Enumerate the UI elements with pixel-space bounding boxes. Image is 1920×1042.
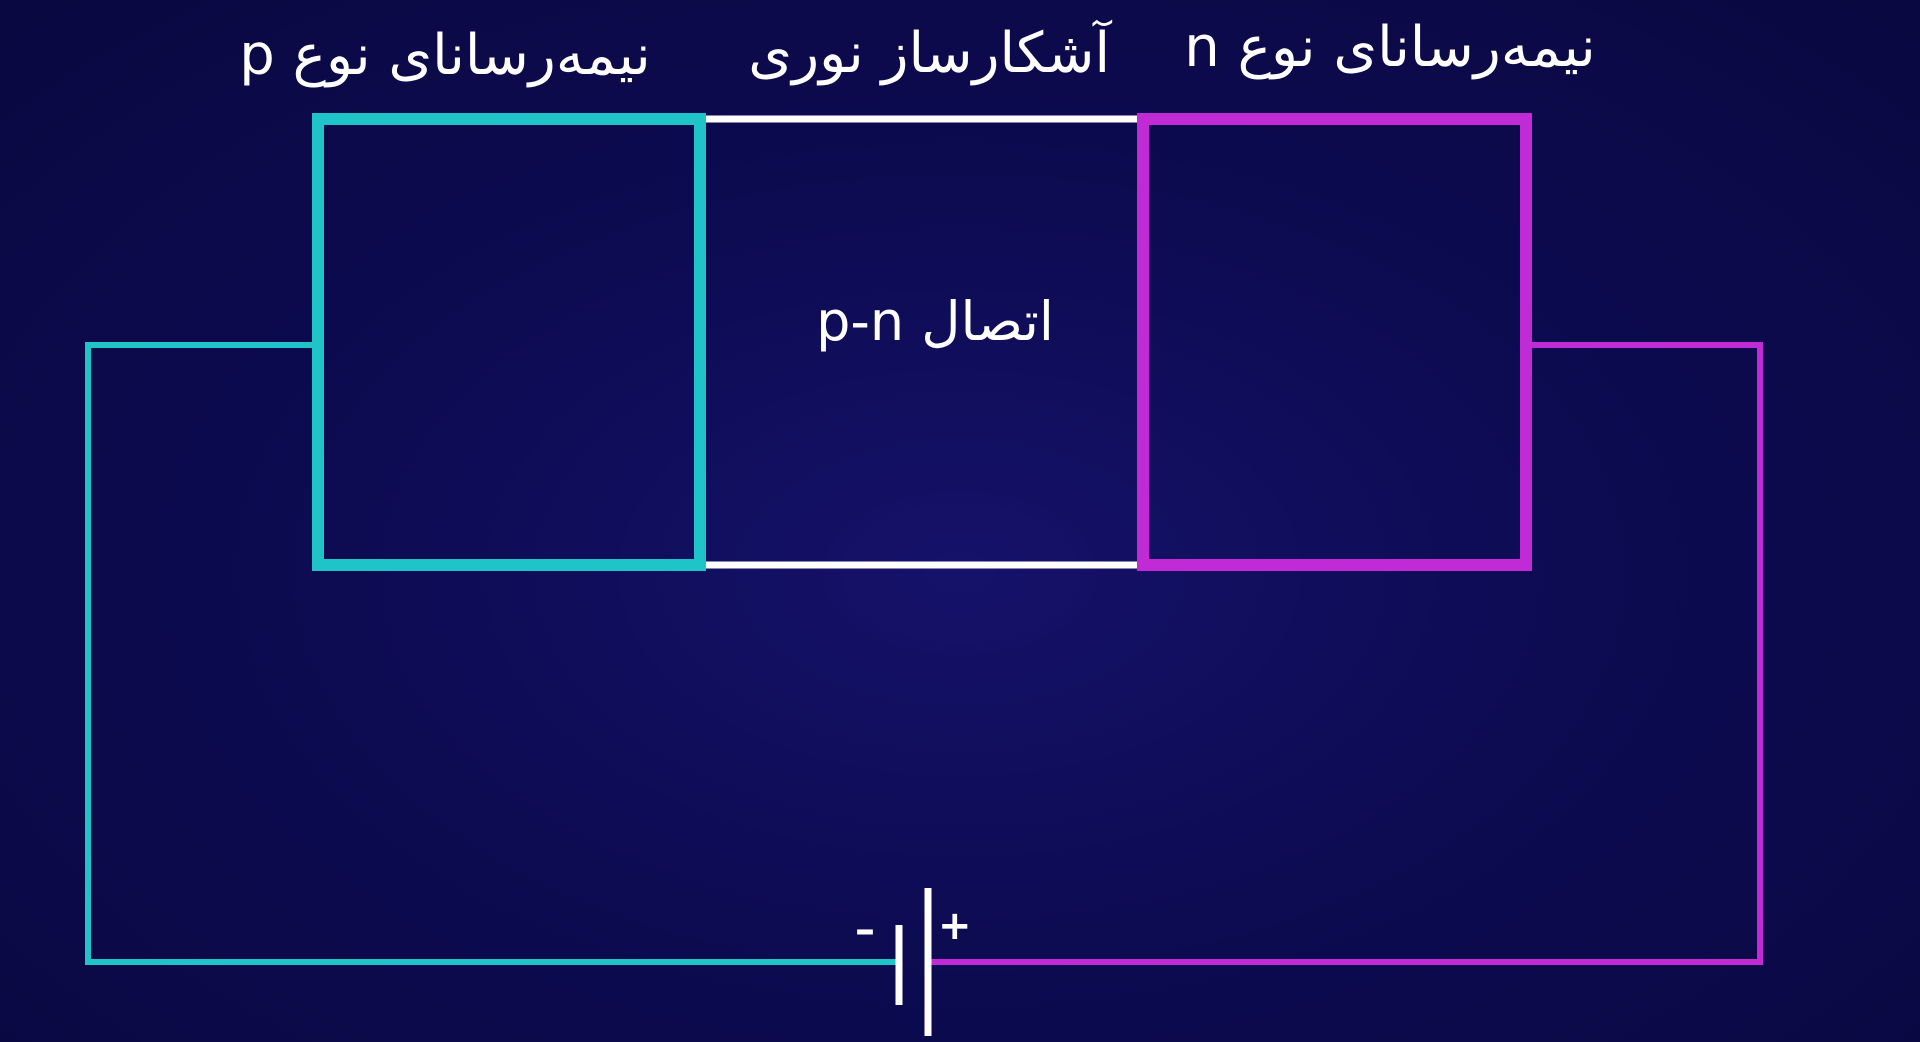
n-type-box xyxy=(1137,113,1532,571)
photodetector-label: آشکارساز نوری xyxy=(748,21,1110,86)
n-type-label: نیمه‌رسانای نوع n xyxy=(1184,15,1596,80)
p-side-wire xyxy=(85,342,898,965)
p-type-label: نیمه‌رسانای نوع p xyxy=(239,23,651,88)
n-side-wire xyxy=(929,342,1763,965)
battery-minus-sign: – xyxy=(855,907,875,953)
pn-junction-label: اتصال p-n xyxy=(816,290,1054,353)
battery-plus-sign: + xyxy=(938,903,972,949)
p-type-box xyxy=(312,113,706,571)
